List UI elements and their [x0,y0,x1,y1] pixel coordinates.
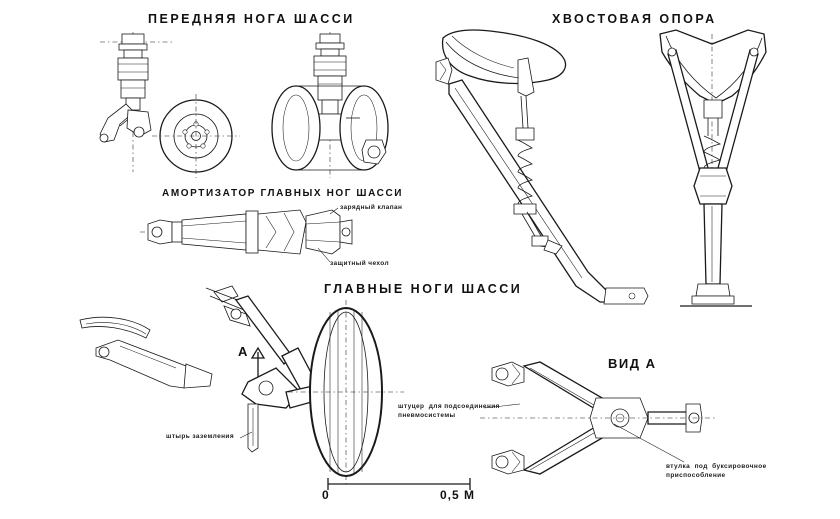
title-shock-absorber: АМОРТИЗАТОР ГЛАВНЫХ НОГ ШАССИ [162,188,404,199]
nose-gear-assembly [99,32,389,178]
title-nose-gear: ПЕРЕДНЯЯ НОГА ШАССИ [148,12,355,26]
callout-air-fitting: штуцер для подсоединения пневмосистемы [398,403,500,420]
view-a-assembly [480,361,716,475]
scale-zero-label: 0 [322,488,330,502]
main-gear-assembly [79,285,471,490]
title-main-gear: ГЛАВНЫЕ НОГИ ШАССИ [324,282,523,296]
callout-protective-cover: защитный чехол [330,260,389,267]
title-view-a: ВИД А [608,356,657,371]
scale-max-label: 0,5 М [440,488,476,502]
shock-absorber-assembly [140,207,353,263]
tail-support-rear-view [659,29,767,307]
callout-ground-pin: штырь заземления [166,433,235,440]
callout-charge-valve: зарядный клапан [340,204,403,211]
tail-support-side-view [435,29,649,305]
section-arrow-letter: A [238,344,248,359]
title-tail-support: ХВОСТОВАЯ ОПОРА [552,12,717,26]
callout-tow-bushing: втулка под буксировочное приспособление [666,463,767,480]
